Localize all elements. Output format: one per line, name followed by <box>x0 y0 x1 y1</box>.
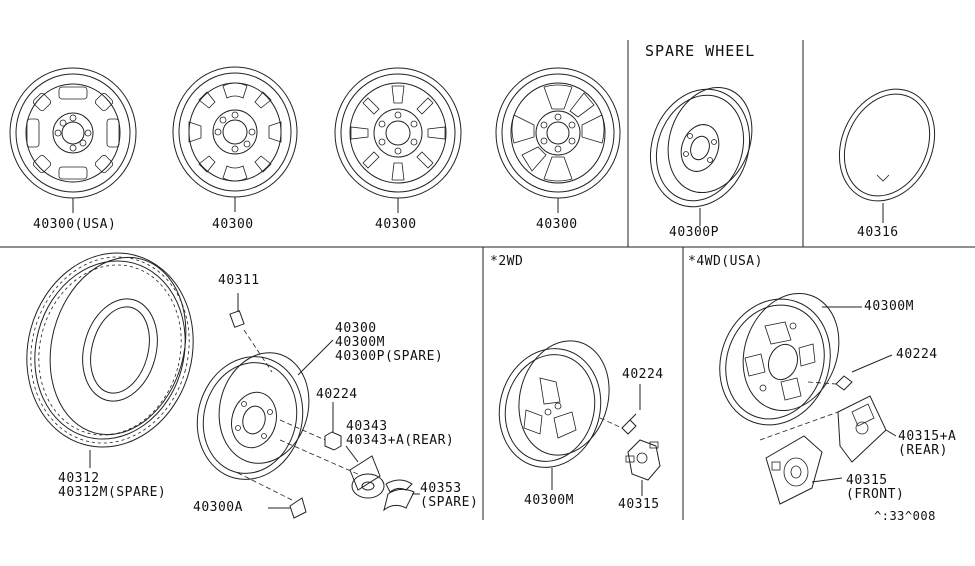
leader-axis-nut <box>279 419 326 441</box>
wheel-4wd-40300m[interactable] <box>702 280 854 441</box>
label-40343[interactable]: 40343 40343+A(REAR) <box>346 419 455 448</box>
spare-wheel-title: SPARE WHEEL <box>645 42 756 60</box>
label-40312[interactable]: 40312 40312M(SPARE) <box>58 471 167 500</box>
balance-weight-40300a[interactable] <box>235 471 307 519</box>
section-dividers <box>0 40 975 520</box>
nut-2wd-40224[interactable] <box>599 384 641 435</box>
ornament-40353[interactable] <box>383 479 420 512</box>
4wd-usa-title: *4WD(USA) <box>688 254 763 269</box>
label-40300-usa[interactable]: 40300(USA) <box>33 217 117 232</box>
label-40224-main[interactable]: 40224 <box>316 387 358 402</box>
label-40316[interactable]: 40316 <box>857 225 899 240</box>
label-40300p[interactable]: 40300P <box>669 225 719 240</box>
label-40300-multi[interactable]: 40300 40300M 40300P(SPARE) <box>335 321 444 364</box>
plate-2wd-40315[interactable] <box>625 439 661 496</box>
wheel-40300-spare-assembly[interactable] <box>184 343 321 492</box>
label-2wd-40300m[interactable]: 40300M <box>524 493 574 508</box>
wheel-40300-b[interactable] <box>334 67 462 213</box>
plate-4wd-rear-40315a[interactable] <box>759 395 897 463</box>
wheel-40300-a[interactable] <box>172 66 298 212</box>
label-40311[interactable]: 40311 <box>218 273 260 288</box>
diagram-code: ^:33^008 <box>874 509 936 523</box>
plate-4wd-front-40315[interactable] <box>765 435 843 505</box>
label-4wd-40224[interactable]: 40224 <box>896 347 938 362</box>
nut-4wd-40224[interactable] <box>807 354 893 391</box>
label-40300a[interactable]: 40300A <box>193 500 243 515</box>
leader-wheel-multi <box>297 339 334 376</box>
label-4wd-40300m[interactable]: 40300M <box>864 299 914 314</box>
nut-40224[interactable] <box>324 402 342 451</box>
label-40300-a[interactable]: 40300 <box>212 217 254 232</box>
spare-wheel-40300p[interactable] <box>634 75 766 226</box>
leader-axis-cap <box>279 439 361 476</box>
label-40300-b[interactable]: 40300 <box>375 217 417 232</box>
wheel-40300-c[interactable] <box>495 67 621 213</box>
label-2wd-40224[interactable]: 40224 <box>622 367 664 382</box>
label-4wd-40315-front[interactable]: 40315 (FRONT) <box>846 473 905 502</box>
label-40353[interactable]: 40353 (SPARE) <box>420 481 479 510</box>
wheel-40300-usa[interactable] <box>9 67 137 213</box>
2wd-title: *2WD <box>490 254 524 269</box>
hub-cap-40343[interactable] <box>345 445 385 499</box>
wheel-2wd-40300m[interactable] <box>486 331 621 490</box>
label-40300-c[interactable]: 40300 <box>536 217 578 232</box>
label-4wd-40315a-rear[interactable]: 40315+A (REAR) <box>898 429 957 458</box>
label-2wd-40315[interactable]: 40315 <box>618 497 660 512</box>
tire-40312[interactable] <box>5 234 214 468</box>
rim-ring-40316[interactable] <box>822 73 953 223</box>
